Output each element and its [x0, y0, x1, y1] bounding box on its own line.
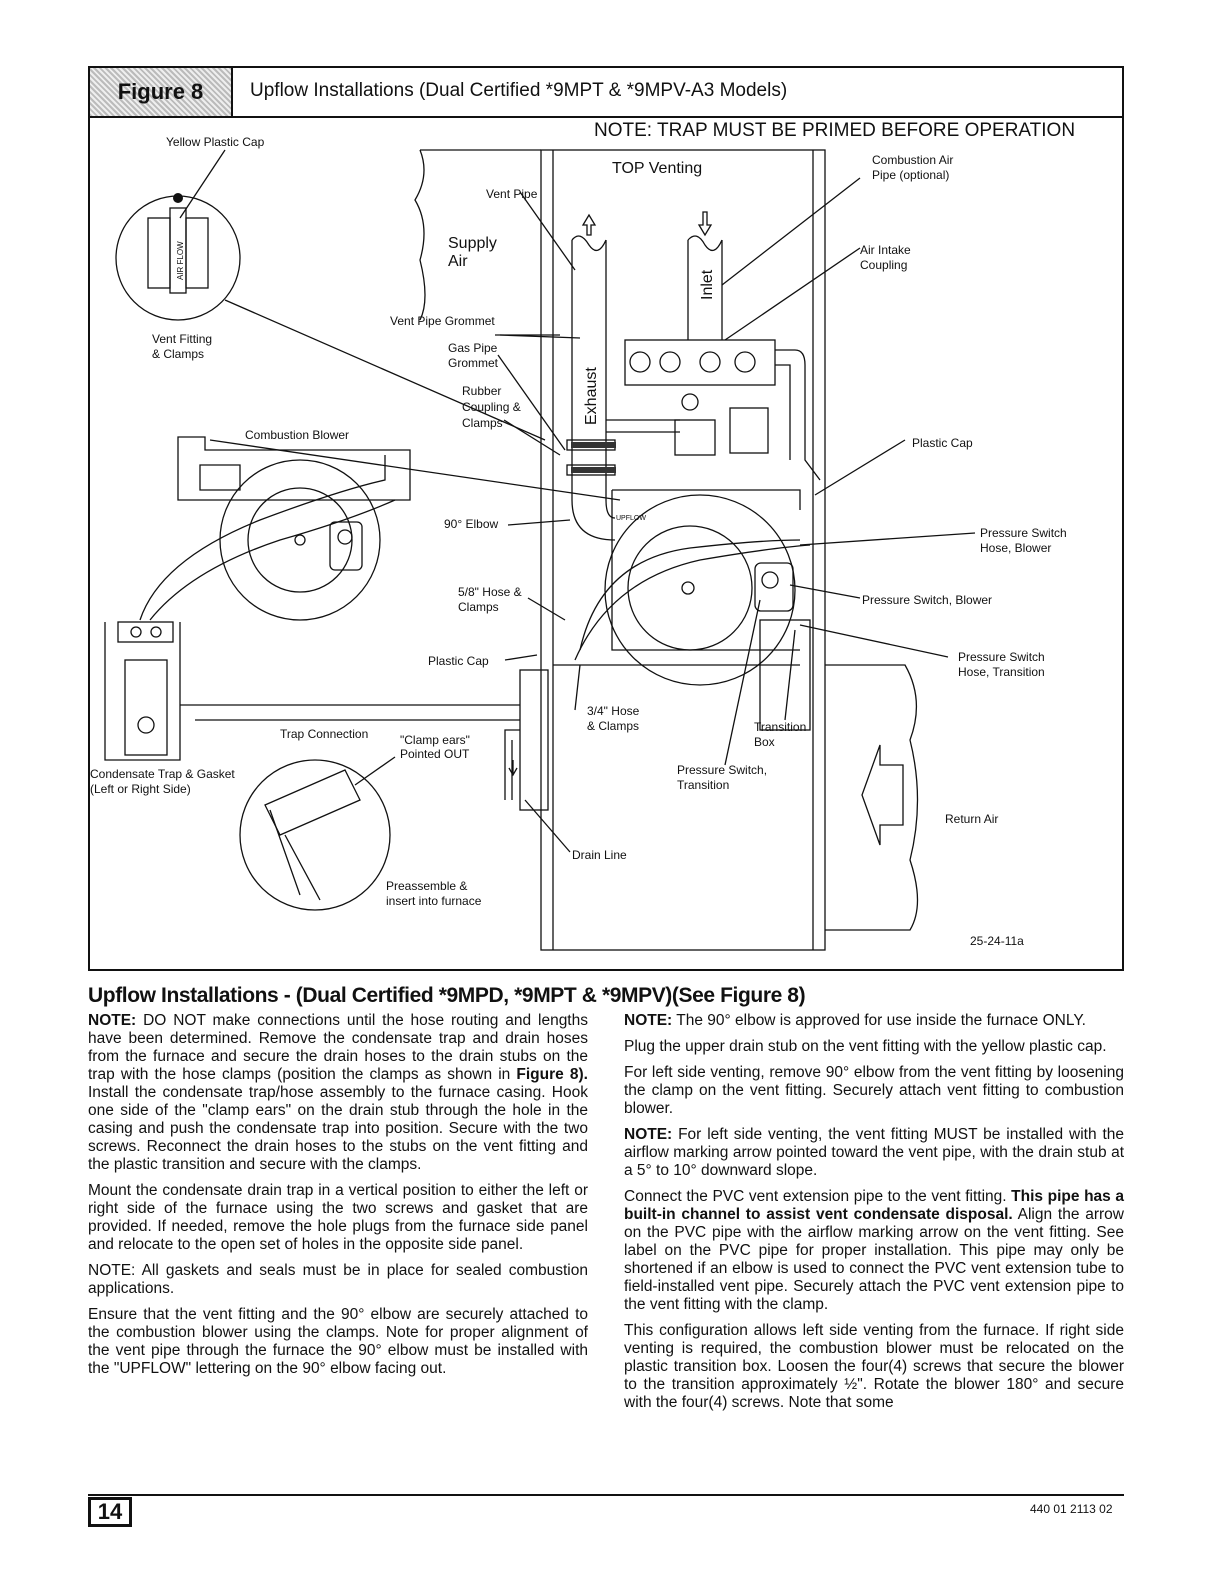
yellow-cap-marker — [173, 193, 183, 203]
text-run: Align the arrow on the PVC pipe with the… — [624, 1206, 1124, 1313]
right-paragraph-6: This configuration allows left side vent… — [624, 1322, 1124, 1411]
page-number: 14 — [88, 1497, 132, 1527]
label-air-intake-2: Coupling — [860, 258, 907, 272]
label-fig-code: 25-24-11a — [970, 934, 1024, 948]
text-run: The 90° elbow is approved for use inside… — [672, 1012, 1086, 1029]
label-ps-transition-2: Transition — [677, 778, 729, 792]
note-lead: NOTE: — [624, 1126, 673, 1143]
exhaust-pipe — [571, 240, 607, 500]
left-paragraph-4: Ensure that the vent fitting and the 90°… — [88, 1306, 588, 1377]
label-return-air: Return Air — [945, 812, 998, 826]
figure-title: Upflow Installations (Dual Certified *9M… — [250, 80, 788, 101]
text-run: For left side venting, the vent fitting … — [624, 1126, 1124, 1179]
label-plastic-cap-mid: Plastic Cap — [428, 654, 489, 668]
figure-tag: Figure 8 — [90, 68, 233, 116]
label-plastic-cap-top: Plastic Cap — [912, 436, 973, 450]
furnace-diagram: Yellow Plastic Cap Vent Fitting & Clamps… — [90, 135, 1067, 951]
label-air-intake: Air Intake — [860, 243, 911, 257]
label-hose-34-2: & Clamps — [587, 719, 639, 733]
label-vent-fitting-2: & Clamps — [152, 347, 204, 361]
label-vent-pipe: Vent Pipe — [486, 187, 538, 201]
left-paragraph-3: NOTE: All gaskets and seals must be in p… — [88, 1262, 588, 1297]
left-paragraph-1: NOTE: DO NOT make connections until the … — [88, 1012, 588, 1174]
trap-connection-inset — [239, 759, 391, 911]
label-inlet: Inlet — [699, 269, 716, 300]
label-trap-connection: Trap Connection — [280, 727, 368, 741]
label-clamp-ears: "Clamp ears" — [400, 733, 470, 747]
label-exhaust: Exhaust — [583, 367, 600, 425]
left-column: NOTE: DO NOT make connections until the … — [88, 1012, 588, 1386]
footer-rule — [88, 1494, 1124, 1496]
label-ps-transition: Pressure Switch, — [677, 763, 767, 777]
label-vent-fitting: Vent Fitting — [152, 332, 212, 346]
label-transition-box: Transition — [754, 720, 806, 734]
label-condensate-trap-2: (Left or Right Side) — [90, 782, 191, 796]
text-run: Connect the PVC vent extension pipe to t… — [624, 1188, 1012, 1205]
label-hose-58-2: Clamps — [458, 600, 499, 614]
label-transition-box-2: Box — [754, 735, 775, 749]
label-ps-hose-blower-2: Hose, Blower — [980, 541, 1051, 555]
label-ps-hose-blower: Pressure Switch — [980, 526, 1067, 540]
label-clamp-ears-2: Pointed OUT — [400, 747, 470, 761]
down-arrow — [697, 211, 713, 237]
label-rubber: Rubber — [462, 384, 501, 398]
label-top-venting: TOP Venting — [612, 160, 702, 177]
label-preassemble-2: insert into furnace — [386, 894, 482, 908]
up-arrow — [581, 213, 597, 236]
right-paragraph-1: NOTE: The 90° elbow is approved for use … — [624, 1012, 1124, 1030]
figure-header: Figure 8 Upflow Installations (Dual Cert… — [90, 68, 1122, 118]
label-combustion-air: Combustion Air — [872, 153, 953, 167]
figure-note: NOTE: TRAP MUST BE PRIMED BEFORE OPERATI… — [594, 120, 1076, 141]
label-condensate-trap: Condensate Trap & Gasket — [90, 767, 235, 781]
document-code: 440 01 2113 02 — [1030, 1502, 1113, 1516]
figure-reference: Figure 8). — [516, 1066, 588, 1083]
label-ps-hose-transition: Pressure Switch — [958, 650, 1045, 664]
label-supply: Supply — [448, 235, 497, 252]
label-gas-pipe: Gas Pipe — [448, 341, 498, 355]
furnace-cabinet — [540, 149, 826, 951]
label-supply-air: Air — [448, 253, 468, 270]
right-paragraph-2: Plug the upper drain stub on the vent fi… — [624, 1038, 1107, 1055]
right-paragraph-4: NOTE: For left side venting, the vent fi… — [624, 1126, 1124, 1180]
return-air-arrow — [861, 744, 904, 846]
label-hose-58: 5/8" Hose & — [458, 585, 522, 599]
label-drain-line: Drain Line — [572, 848, 627, 862]
label-vent-pipe-grommet: Vent Pipe Grommet — [390, 314, 495, 328]
figure-frame: Figure 8 Upflow Installations (Dual Cert… — [88, 66, 1124, 971]
left-blower-housing — [219, 459, 381, 621]
right-paragraph-3: For left side venting, remove 90° elbow … — [624, 1064, 1124, 1117]
note-lead: NOTE: — [88, 1012, 137, 1029]
left-paragraph-2: Mount the condensate drain trap in a ver… — [88, 1182, 588, 1253]
right-column: NOTE: The 90° elbow is approved for use … — [624, 1012, 1124, 1420]
label-combustion-air-2: Pipe (optional) — [872, 168, 949, 182]
label-combustion-blower: Combustion Blower — [245, 428, 349, 442]
label-rubber-2: Coupling & — [462, 400, 521, 414]
section-title: Upflow Installations - (Dual Certified *… — [88, 984, 806, 1007]
label-ps-hose-transition-2: Hose, Transition — [958, 665, 1045, 679]
label-hose-34: 3/4" Hose — [587, 704, 640, 718]
label-ps-blower: Pressure Switch, Blower — [862, 593, 992, 607]
note-lead: NOTE: — [624, 1012, 673, 1029]
label-upflow-mark: UPFLOW — [616, 515, 646, 522]
label-elbow: 90° Elbow — [444, 517, 498, 531]
label-yellow-cap: Yellow Plastic Cap — [166, 135, 265, 149]
label-preassemble: Preassemble & — [386, 879, 467, 893]
text-run: DO NOT make connections until the hose r… — [88, 1012, 588, 1083]
right-paragraph-5: Connect the PVC vent extension pipe to t… — [624, 1188, 1124, 1314]
bold-emphasis: This pipe has a built-in channel to assi… — [624, 1188, 1124, 1223]
label-rubber-3: Clamps — [462, 416, 503, 430]
inlet-pipe — [687, 240, 723, 340]
label-gas-pipe-2: Grommet — [448, 356, 499, 370]
label-airflow: AIR FLOW — [176, 241, 185, 280]
text-run: Install the condensate trap/hose assembl… — [88, 1084, 588, 1173]
main-blower-housing — [604, 494, 796, 686]
